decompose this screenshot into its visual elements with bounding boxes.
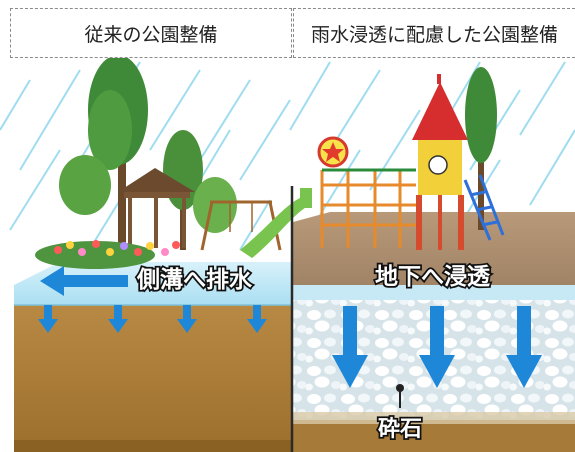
small-down-arrow-icon	[247, 305, 267, 333]
left-soil-layer	[14, 300, 291, 452]
gravel-pointer-icon	[396, 384, 404, 408]
big-down-arrows	[332, 306, 542, 388]
gravel-label: 砕石	[378, 417, 422, 442]
drain-arrow-left-icon	[40, 266, 128, 296]
climbing-frame-icon	[320, 168, 416, 248]
star-icon	[317, 136, 349, 168]
small-down-arrows	[38, 305, 267, 333]
small-down-arrow-icon	[38, 305, 58, 333]
left-panel-title: 従来の公園整備	[10, 8, 292, 58]
left-surface-water	[14, 262, 291, 305]
big-down-arrow-icon	[506, 306, 542, 388]
left-flow-label: 側溝へ排水	[136, 267, 253, 293]
right-panel-title: 雨水浸透に配慮した公園整備	[293, 8, 575, 58]
ladder-icon	[463, 174, 505, 241]
right-tree-icon	[465, 67, 497, 230]
flower-bed	[35, 240, 180, 269]
gazebo-icon	[118, 168, 195, 248]
big-down-arrow-icon	[332, 306, 368, 388]
small-down-arrow-icon	[177, 305, 197, 333]
playground-tower-icon	[412, 74, 468, 250]
left-trees	[59, 55, 237, 250]
small-down-arrow-icon	[108, 305, 128, 333]
big-down-arrow-icon	[419, 306, 455, 388]
right-flow-label: 地下へ浸透	[375, 264, 491, 290]
right-ground-surface	[293, 212, 575, 290]
